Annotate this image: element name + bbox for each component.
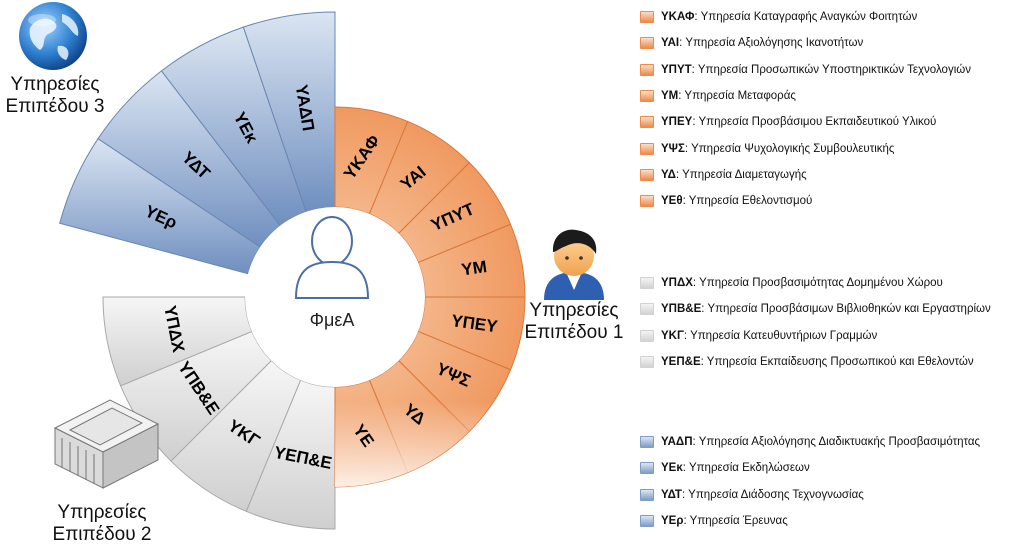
legend-swatch: [640, 515, 654, 528]
legend-code: ΥΕΠ&Ε: [661, 356, 701, 369]
legend-code: ΥΠΔΧ: [661, 277, 693, 290]
globe-icon: [19, 2, 87, 70]
legend-item: ΥΑΔΠ: Υπηρεσία Αξιολόγησης Διαδικτυακής …: [640, 429, 980, 455]
legend-text: : Υπηρεσία Εκπαίδευσης Προσωπικού και Εθ…: [700, 356, 974, 369]
level2-label: Υπηρεσίες Επιπέδου 2: [42, 502, 162, 546]
legend-swatch: [640, 116, 654, 129]
legend-swatch: [640, 303, 654, 316]
person-outline-icon: [294, 216, 370, 299]
level2-label-line2: Επιπέδου 2: [52, 524, 152, 545]
legend-text: : Υπηρεσία Διαμεταγωγής: [675, 168, 807, 181]
legend-code: ΥΑΔΠ: [661, 436, 693, 449]
level2-legend: ΥΠΔΧ: Υπηρεσία Προσβασιμότητας Δομημένου…: [640, 270, 991, 375]
legend-item: ΥΚΓ: Υπηρεσία Κατευθυντήριων Γραμμών: [640, 323, 991, 349]
legend-code: ΥΑΙ: [661, 37, 680, 50]
legend-text: : Υπηρεσία Προσβάσιμων Βιβλιοθηκών και Ε…: [701, 303, 991, 316]
legend-item: ΥΜ: Υπηρεσία Μεταφοράς: [640, 83, 971, 109]
legend-code: ΥΔ: [661, 168, 676, 181]
legend-code: ΥΕθ: [661, 195, 683, 208]
level1-legend: ΥΚΑΦ: Υπηρεσία Καταγραφής Αναγκών Φοιτητ…: [640, 4, 971, 214]
legend-code: ΥΠΕΥ: [661, 116, 693, 129]
legend-swatch: [640, 37, 654, 50]
level1-label-line1: Υπηρεσίες: [529, 300, 619, 321]
legend-item: ΥΠΥΤ: Υπηρεσία Προσωπικών Υποστηρικτικών…: [640, 57, 971, 83]
legend-text: : Υπηρεσία Αξιολόγησης Ικανοτήτων: [679, 37, 864, 50]
legend-swatch: [640, 462, 654, 475]
legend-swatch: [640, 90, 654, 103]
legend-item: ΥΠΕΥ: Υπηρεσία Προσβάσιμου Εκπαιδευτικού…: [640, 109, 971, 135]
legend-swatch: [640, 356, 654, 369]
legend-item: ΥΠΔΧ: Υπηρεσία Προσβασιμότητας Δομημένου…: [640, 270, 991, 296]
legend-code: ΥΚΑΦ: [661, 11, 695, 24]
legend-item: ΥΑΙ: Υπηρεσία Αξιολόγησης Ικανοτήτων: [640, 30, 971, 56]
legend-swatch: [640, 11, 654, 24]
level3-legend: ΥΑΔΠ: Υπηρεσία Αξιολόγησης Διαδικτυακής …: [640, 429, 980, 534]
level3-label-line1: Υπηρεσίες: [10, 74, 100, 95]
legend-item: ΥΕρ: Υπηρεσία Έρευνας: [640, 508, 980, 534]
legend-item: ΥΨΣ: Υπηρεσία Ψυχολογικής Συμβουλευτικής: [640, 135, 971, 161]
legend-text: : Υπηρεσία Εθελοντισμού: [682, 195, 813, 208]
center-label: ΦμεΑ: [310, 310, 355, 330]
legend-code: ΥΚΓ: [661, 329, 684, 342]
legend-code: ΥΠΥΤ: [661, 63, 692, 76]
legend-text: : Υπηρεσία Αξιολόγησης Διαδικτυακής Προσ…: [692, 436, 981, 449]
legend-code: ΥΜ: [661, 90, 679, 103]
legend-item: ΥΠΒ&Ε: Υπηρεσία Προσβάσιμων Βιβλιοθηκών …: [640, 296, 991, 322]
legend-text: : Υπηρεσία Προσωπικών Υποστηρικτικών Τεχ…: [691, 63, 971, 76]
legend-item: ΥΚΑΦ: Υπηρεσία Καταγραφής Αναγκών Φοιτητ…: [640, 4, 971, 30]
legend-item: ΥΔΤ: Υπηρεσία Διάδοσης Τεχνογνωσίας: [640, 482, 980, 508]
legend-text: : Υπηρεσία Ψυχολογικής Συμβουλευτικής: [684, 142, 895, 155]
level1-label: Υπηρεσίες Επιπέδου 1: [514, 300, 634, 344]
legend-swatch: [640, 195, 654, 208]
legend-code: ΥΕκ: [661, 462, 683, 475]
level1-label-line2: Επιπέδου 1: [524, 322, 624, 343]
legend-item: ΥΕθ: Υπηρεσία Εθελοντισμού: [640, 188, 971, 214]
legend-swatch: [640, 488, 654, 501]
legend-swatch: [640, 142, 654, 155]
legend-text: : Υπηρεσία Έρευνας: [683, 515, 788, 528]
legend-swatch: [640, 277, 654, 290]
legend-text: : Υπηρεσία Κατευθυντήριων Γραμμών: [683, 329, 878, 342]
legend-item: ΥΕΠ&Ε: Υπηρεσία Εκπαίδευσης Προσωπικού κ…: [640, 349, 991, 375]
legend-text: : Υπηρεσία Διάδοσης Τεχνογνωσίας: [681, 488, 864, 501]
ring-segment-label: ΥΜ: [460, 257, 488, 279]
legend-code: ΥΨΣ: [661, 142, 685, 155]
legend-text: : Υπηρεσία Μεταφοράς: [678, 90, 796, 103]
legend-swatch: [640, 329, 654, 342]
level3-label-line2: Επιπέδου 3: [5, 96, 105, 117]
legend-text: : Υπηρεσία Προσβάσιμου Εκπαιδευτικού Υλι…: [692, 116, 937, 129]
building-icon: [53, 399, 160, 489]
level3-label: Υπηρεσίες Επιπέδου 3: [0, 74, 110, 118]
legend-code: ΥΔΤ: [661, 488, 682, 501]
legend-code: ΥΕρ: [661, 515, 684, 528]
legend-text: : Υπηρεσία Εκδηλώσεων: [682, 462, 810, 475]
ring-fade-overlay: [335, 297, 525, 487]
legend-text: : Υπηρεσία Προσβασιμότητας Δομημένου Χώρ…: [692, 277, 943, 290]
user-avatar-icon: [544, 229, 604, 300]
legend-code: ΥΠΒ&Ε: [661, 303, 702, 316]
legend-item: ΥΕκ: Υπηρεσία Εκδηλώσεων: [640, 455, 980, 481]
legend-item: ΥΔ: Υπηρεσία Διαμεταγωγής: [640, 162, 971, 188]
legend-swatch: [640, 63, 654, 76]
legend-swatch: [640, 168, 654, 181]
legend-swatch: [640, 436, 654, 449]
level2-label-line1: Υπηρεσίες: [57, 502, 147, 523]
legend-text: : Υπηρεσία Καταγραφής Αναγκών Φοιτητών: [694, 11, 918, 24]
